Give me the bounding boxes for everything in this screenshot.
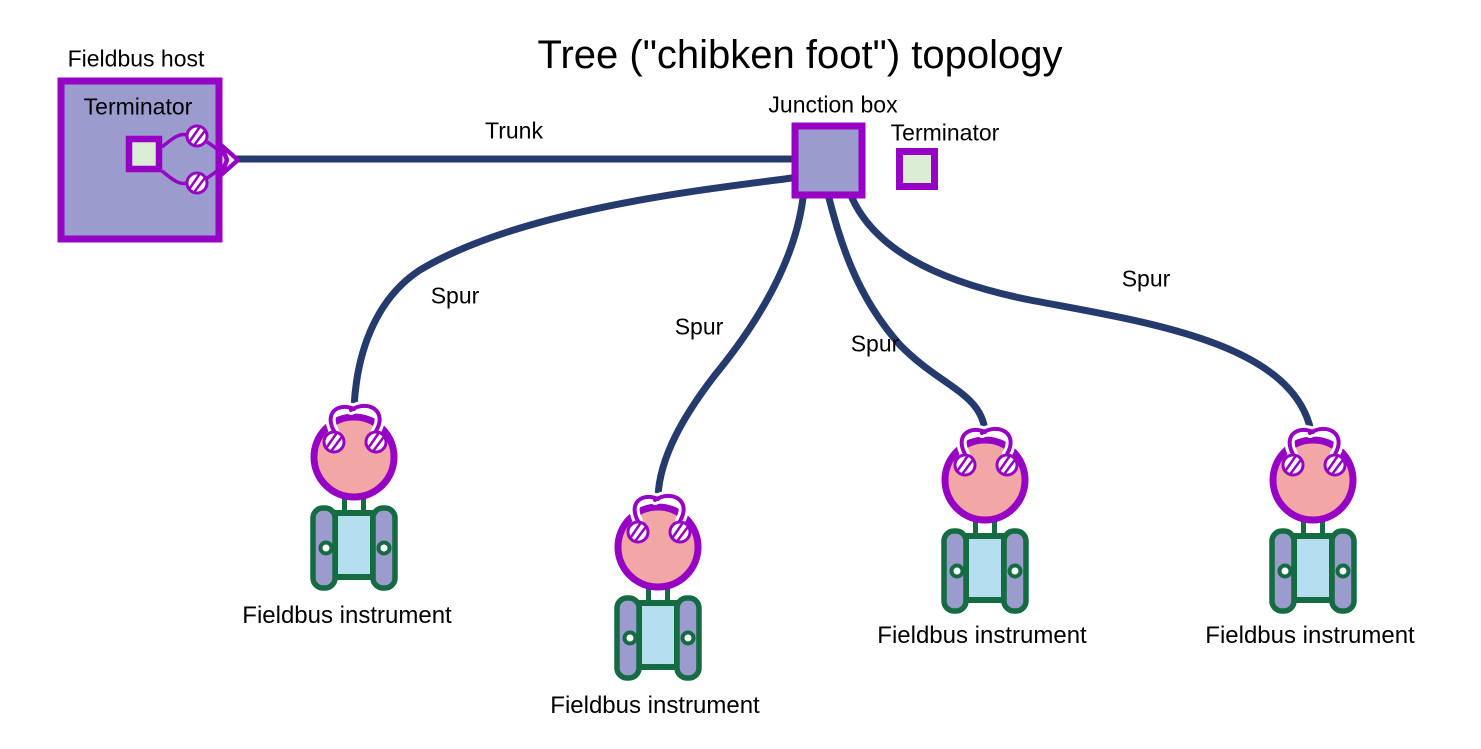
junction-terminator-label: Terminator	[890, 119, 1000, 146]
fieldbus-instrument-label-2: Fieldbus instrument	[550, 691, 760, 719]
spur-label-3: Spur	[850, 330, 900, 357]
spur-label-4: Spur	[1121, 265, 1171, 292]
junction-box-label: Junction box	[768, 91, 898, 118]
spur-line-3	[825, 194, 989, 435]
spur-label-1: Spur	[430, 282, 480, 309]
fieldbus-instrument-icon-1	[313, 406, 395, 588]
fieldbus-host	[57, 77, 241, 243]
fieldbus-instrument-label-4: Fieldbus instrument	[1205, 621, 1415, 649]
junction-assembly	[791, 122, 938, 199]
fieldbus-instrument-label-3: Fieldbus instrument	[877, 621, 1087, 649]
spur-line-1	[350, 174, 796, 412]
spur-line-4	[848, 194, 1315, 435]
host-wiring	[160, 132, 225, 186]
junction-box	[791, 122, 866, 199]
junction-terminator-square	[896, 148, 938, 190]
fieldbus-instrument-icon-2	[617, 496, 699, 678]
fieldbus-host-label: Fieldbus host	[67, 45, 205, 72]
fieldbus-instrument-icon-3	[944, 429, 1026, 611]
trunk-arrow-icon	[218, 142, 241, 178]
host-terminator-label: Terminator	[83, 93, 193, 120]
diagram-title: Tree ("chibken foot") topology	[537, 33, 1063, 77]
host-terminator-square	[125, 135, 163, 173]
spur-label-2: Spur	[674, 313, 724, 340]
host-terminal-top-icon	[185, 124, 209, 148]
spur-line-2	[654, 194, 807, 502]
host-terminal-bottom-icon	[185, 171, 209, 195]
fieldbus-instrument-icon-4	[1272, 429, 1354, 611]
trunk-label: Trunk	[485, 117, 543, 144]
fieldbus-instrument-label-1: Fieldbus instrument	[242, 601, 452, 629]
